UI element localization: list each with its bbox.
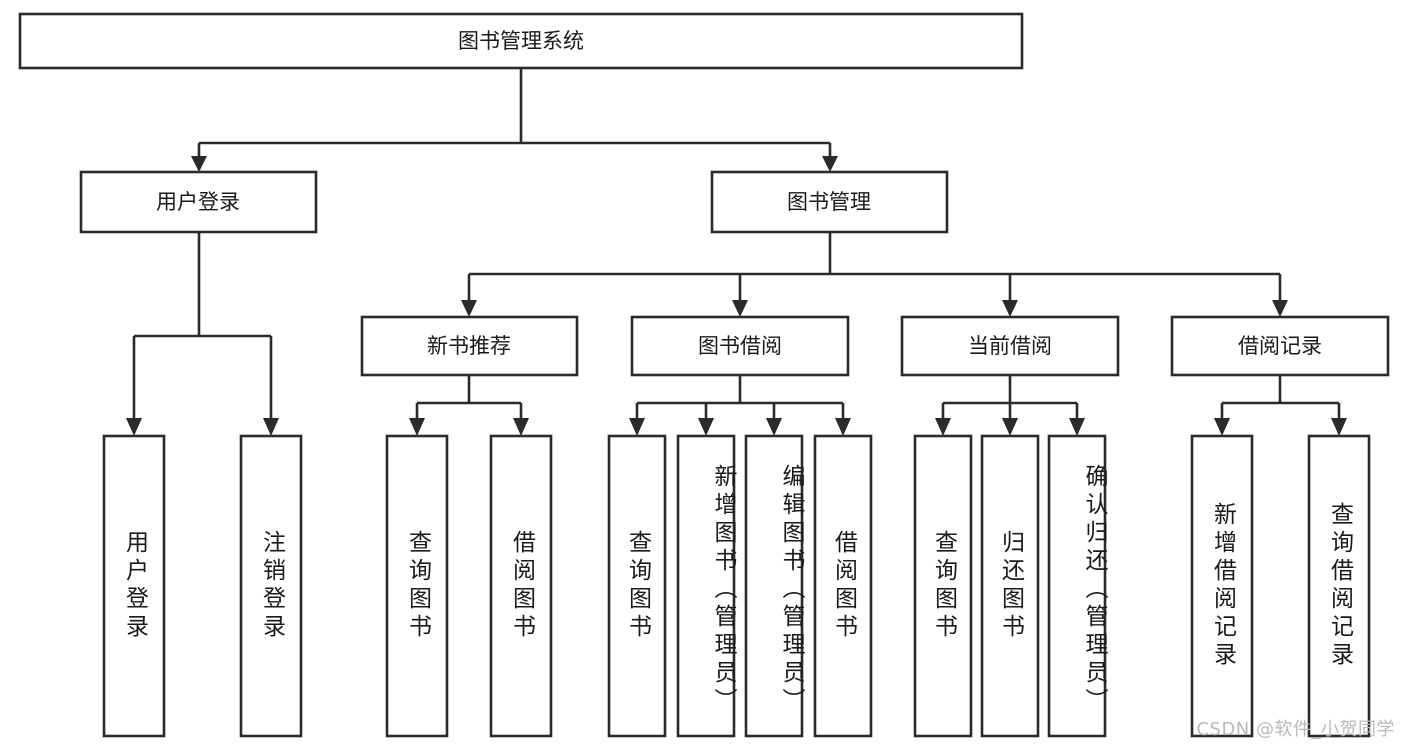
node-leaf-query-book-3-box[interactable]	[913, 434, 973, 738]
node-leaf-user-login-box[interactable]	[102, 434, 166, 738]
node-leaf-query-book-2-box[interactable]	[607, 434, 667, 738]
node-borrow-record-label: 借阅记录	[1238, 334, 1322, 358]
arrowhead-leaf-user-login	[126, 418, 142, 436]
node-leaf-add-book-box[interactable]	[676, 434, 736, 738]
node-book-manage-box[interactable]	[710, 170, 949, 234]
arrowhead-leaf-logout	[263, 418, 279, 436]
arrowhead-leaf-borrow-book-1	[513, 418, 529, 436]
arrowhead-leaf-borrow-book-2	[835, 418, 851, 436]
arrowhead-book-borrow	[732, 300, 748, 317]
arrowhead-book-manage	[822, 156, 838, 172]
node-leaf-add-record-box[interactable]	[1190, 434, 1254, 738]
arrowhead-leaf-edit-book	[766, 418, 782, 436]
arrowhead-leaf-confirm-return	[1069, 418, 1085, 436]
arrowhead-leaf-add-record	[1214, 418, 1230, 436]
node-current-borrow-box[interactable]	[900, 315, 1120, 377]
arrowhead-user-login	[191, 156, 207, 172]
arrowhead-borrow-record	[1272, 300, 1288, 317]
arrowhead-current-borrow	[1002, 300, 1018, 317]
arrowhead-new-book-rec	[461, 300, 477, 317]
node-root-box[interactable]	[18, 12, 1024, 70]
node-leaf-query-record-box[interactable]	[1307, 434, 1371, 738]
arrowhead-leaf-query-book-1	[409, 418, 425, 436]
arrowhead-leaf-query-book-3	[935, 418, 951, 436]
arrowhead-leaf-add-book	[698, 418, 714, 436]
node-borrow-record-box[interactable]	[1170, 315, 1390, 377]
node-book-borrow-box[interactable]	[630, 315, 850, 377]
node-leaf-query-book-1-box[interactable]	[385, 434, 449, 738]
node-new-book-rec-label: 新书推荐	[427, 334, 511, 358]
arrowhead-leaf-return-book	[1002, 418, 1018, 436]
node-leaf-edit-book-box[interactable]	[744, 434, 804, 738]
arrowhead-leaf-query-book-2	[629, 418, 645, 436]
node-leaf-return-book-box[interactable]	[980, 434, 1040, 738]
node-book-borrow-label: 图书借阅	[698, 334, 782, 358]
node-user-login-box[interactable]	[79, 170, 318, 234]
csdn-watermark: CSDN @软件_小贺同学	[1196, 719, 1395, 740]
node-leaf-confirm-return-box[interactable]	[1047, 434, 1107, 738]
node-new-book-rec-box[interactable]	[360, 315, 579, 377]
node-current-borrow-label: 当前借阅	[968, 334, 1052, 358]
arrowhead-leaf-query-record	[1331, 418, 1347, 436]
node-leaf-logout-box[interactable]	[239, 434, 303, 738]
node-book-manage-label: 图书管理	[787, 190, 871, 214]
node-leaf-borrow-book-2-box[interactable]	[813, 434, 873, 738]
node-leaf-borrow-book-1-box[interactable]	[489, 434, 553, 738]
node-root-label: 图书管理系统	[458, 29, 584, 53]
node-user-login-label: 用户登录	[156, 190, 240, 214]
